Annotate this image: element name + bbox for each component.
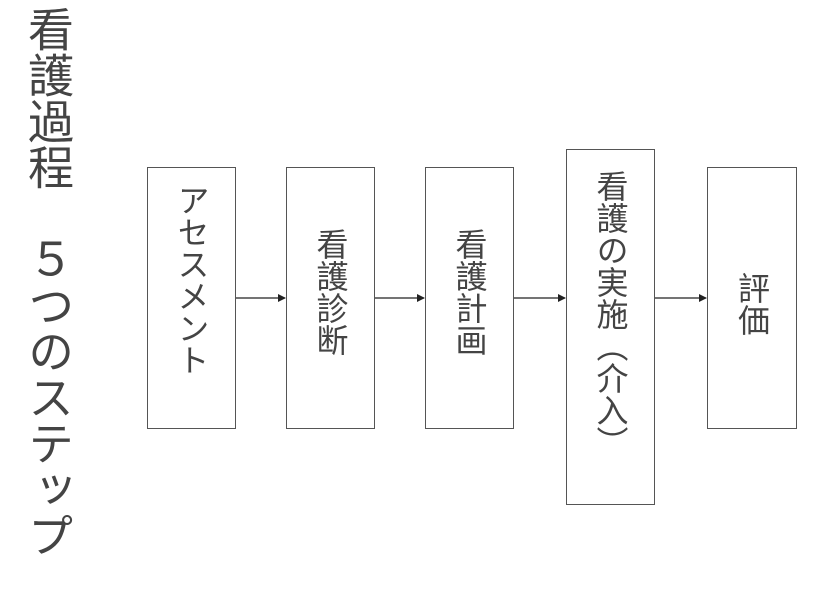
- step-box-evaluation: 評価: [707, 167, 797, 429]
- step-box-assessment: アセスメント: [147, 167, 236, 429]
- step-label-nursing-plan: 看護計画: [450, 228, 489, 356]
- step-box-implementation: 看護の実施（介入）: [566, 149, 655, 505]
- step-box-nursing-diagnosis: 看護診断: [286, 167, 375, 429]
- step-box-nursing-plan: 看護計画: [425, 167, 514, 429]
- diagram-title: 看護過程 ５つのステップ: [21, 6, 75, 558]
- step-label-evaluation: 評価: [733, 272, 771, 336]
- step-label-implementation: 看護の実施（介入）: [591, 170, 630, 458]
- step-label-nursing-diagnosis: 看護診断: [311, 228, 350, 356]
- step-label-assessment: アセスメント: [172, 184, 211, 376]
